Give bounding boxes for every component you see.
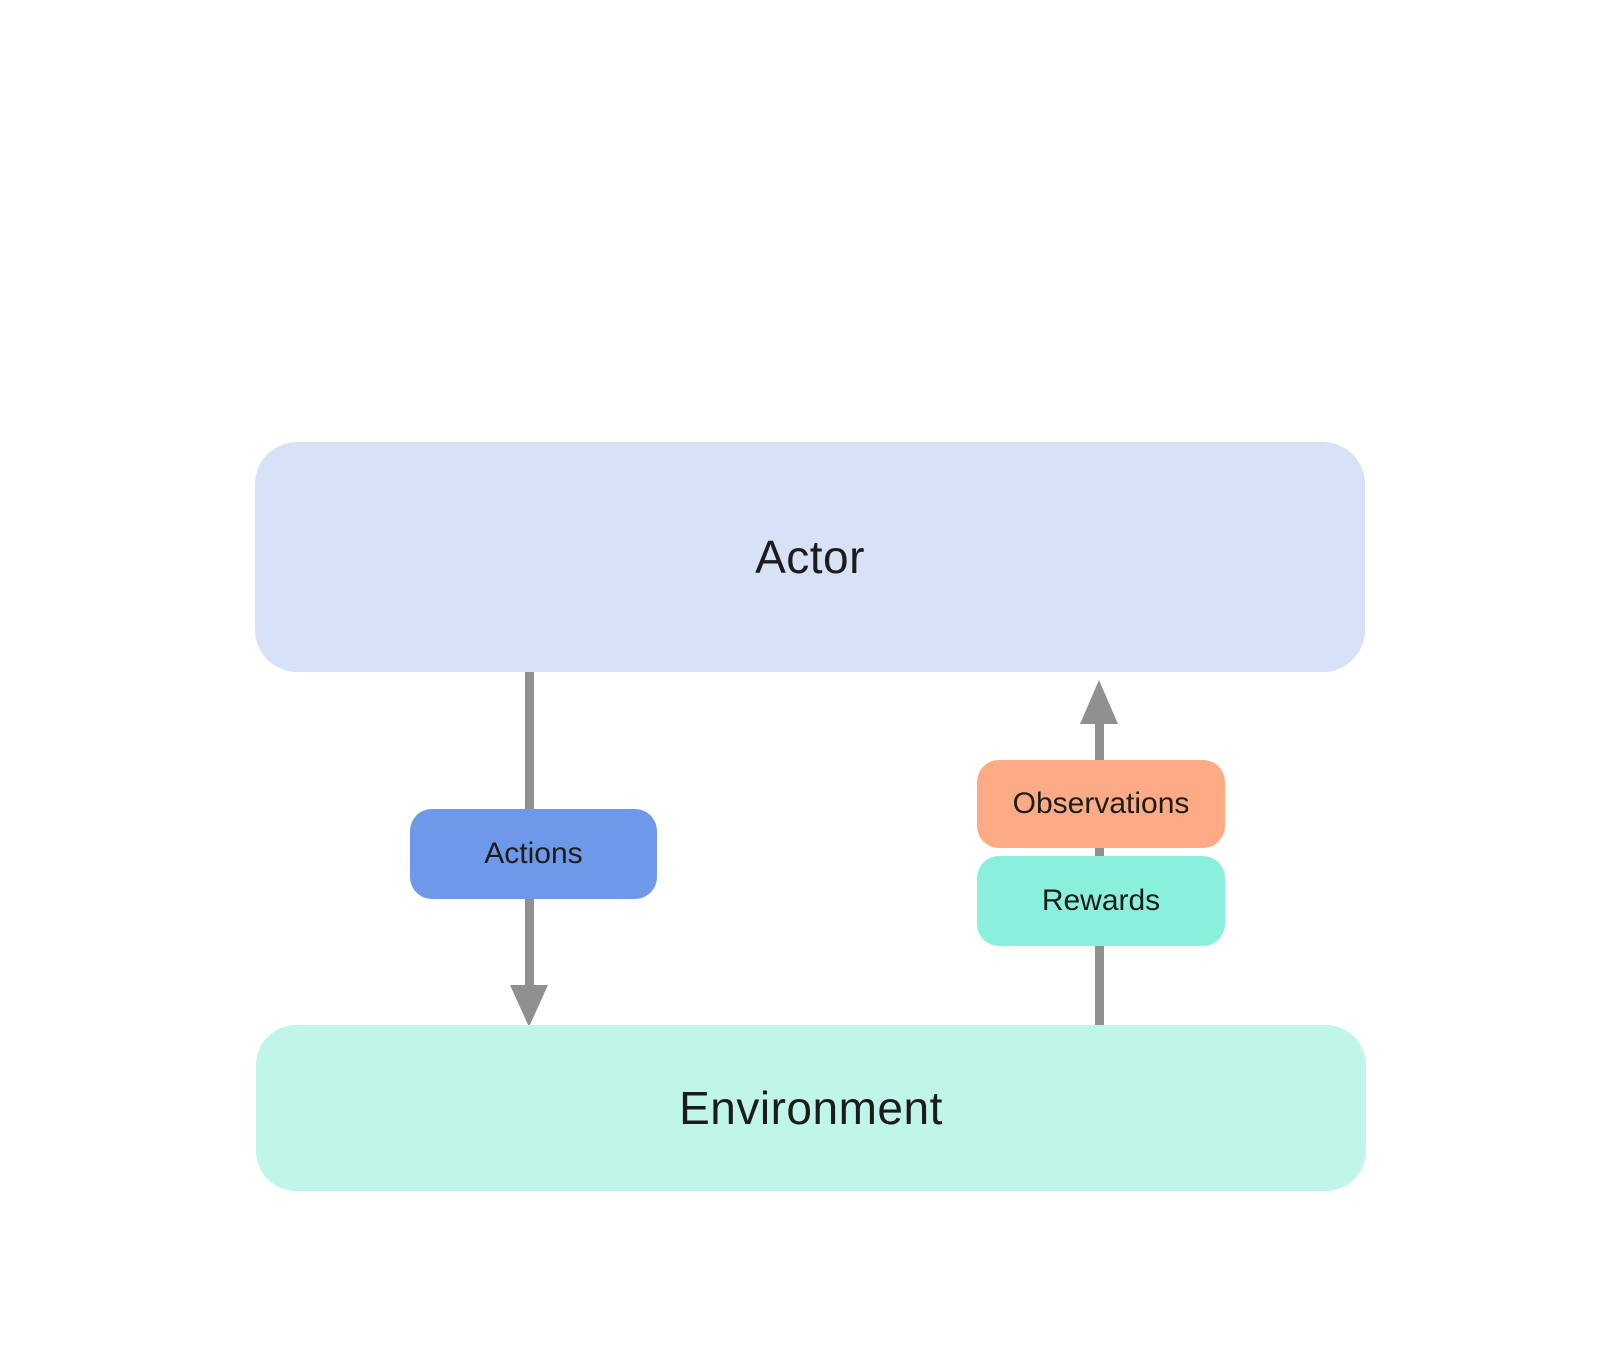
rewards-flow-pill: Rewards	[977, 856, 1225, 946]
actor-node: Actor	[255, 442, 1365, 672]
observations-flow-label: Observations	[1012, 787, 1190, 820]
actor-label: Actor	[755, 531, 865, 583]
environment-label: Environment	[679, 1082, 943, 1134]
actions-flow-label: Actions	[484, 837, 583, 870]
arrow-up-icon	[1080, 680, 1118, 724]
environment-node: Environment	[256, 1025, 1366, 1191]
arrow-down-icon	[510, 985, 548, 1027]
actions-flow-pill: Actions	[410, 809, 657, 899]
rewards-flow-label: Rewards	[1041, 884, 1161, 917]
observations-flow-pill: Observations	[977, 760, 1225, 848]
